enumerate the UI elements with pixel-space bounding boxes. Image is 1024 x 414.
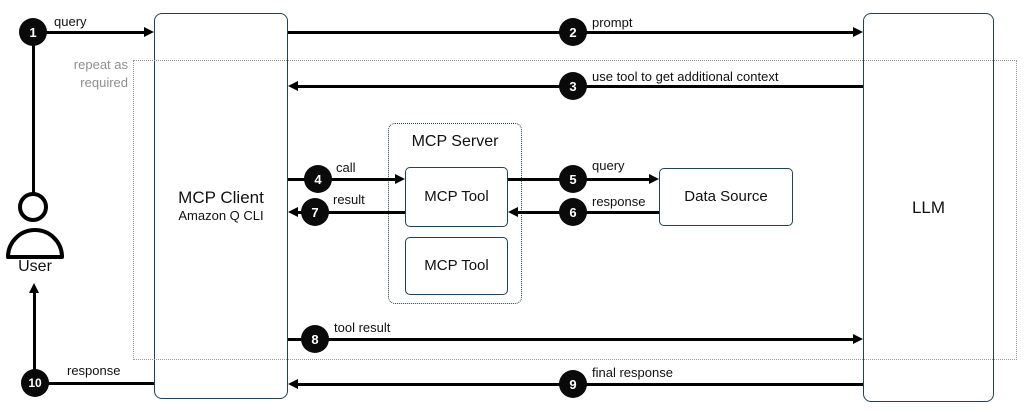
step10-label: response [67, 363, 121, 378]
mcp-tool-1-title: MCP Tool [424, 187, 489, 205]
llm-box: LLM [863, 13, 994, 402]
step8-arrowhead [853, 334, 863, 344]
step5-arrowhead [649, 174, 659, 184]
step7-label: result [333, 192, 365, 207]
llm-title: LLM [911, 197, 946, 217]
step7-arrow-line [296, 211, 405, 214]
step6-label: response [592, 194, 646, 209]
step2-badge: 2 [559, 18, 587, 46]
step3-label: use tool to get additional context [592, 69, 779, 84]
mcp-client-box: MCP Client Amazon Q CLI [154, 13, 288, 399]
step8-badge: 8 [301, 325, 329, 353]
step6-badge: 6 [559, 198, 587, 226]
step9-arrowhead [288, 379, 298, 389]
step7-badge: 7 [301, 198, 329, 226]
repeat-note: repeat as required [48, 56, 128, 92]
step4-badge: 4 [304, 165, 332, 193]
step2-arrowhead [853, 27, 863, 37]
step5-label: query [592, 158, 625, 173]
step3-arrowhead [288, 81, 298, 91]
mcp-client-subtitle: Amazon Q CLI [178, 208, 264, 224]
mcp-tool-2-title: MCP Tool [424, 256, 489, 274]
step1-badge: 1 [19, 18, 47, 46]
mcp-tool-box-2: MCP Tool [405, 237, 508, 295]
repeat-note-line2: required [80, 75, 128, 91]
step10-arrow-line [35, 382, 154, 385]
step6-arrowhead [508, 207, 518, 217]
step9-badge: 9 [559, 370, 587, 398]
step3-badge: 3 [559, 72, 587, 100]
step1-label: query [54, 14, 87, 29]
step4-arrowhead [395, 174, 405, 184]
step1-arrowhead [144, 27, 154, 37]
step10-arrowhead [29, 283, 39, 293]
user-icon [6, 192, 64, 259]
data-source-box: Data Source [659, 168, 793, 226]
step10-arrow-line-vertical [33, 292, 36, 384]
step4-arrow-line [288, 178, 397, 181]
user-lifeline [32, 44, 35, 193]
step8-arrow-line [288, 338, 853, 341]
step4-label: call [336, 160, 356, 175]
mcp-tool-box-1: MCP Tool [405, 167, 508, 227]
step9-label: final response [592, 365, 673, 380]
user-label: User [18, 258, 52, 275]
data-source-title: Data Source [684, 187, 768, 205]
step5-badge: 5 [559, 165, 587, 193]
mcp-server-title: MCP Server [411, 133, 499, 150]
step7-arrowhead [288, 207, 298, 217]
step6-arrow-line [516, 211, 659, 214]
repeat-note-line1: repeat as [73, 57, 128, 72]
step2-label: prompt [592, 15, 633, 30]
mcp-client-title: MCP Client [178, 187, 264, 207]
step1-arrow-line [40, 31, 145, 34]
step10-badge: 10 [21, 369, 49, 397]
step8-label: tool result [334, 320, 391, 335]
